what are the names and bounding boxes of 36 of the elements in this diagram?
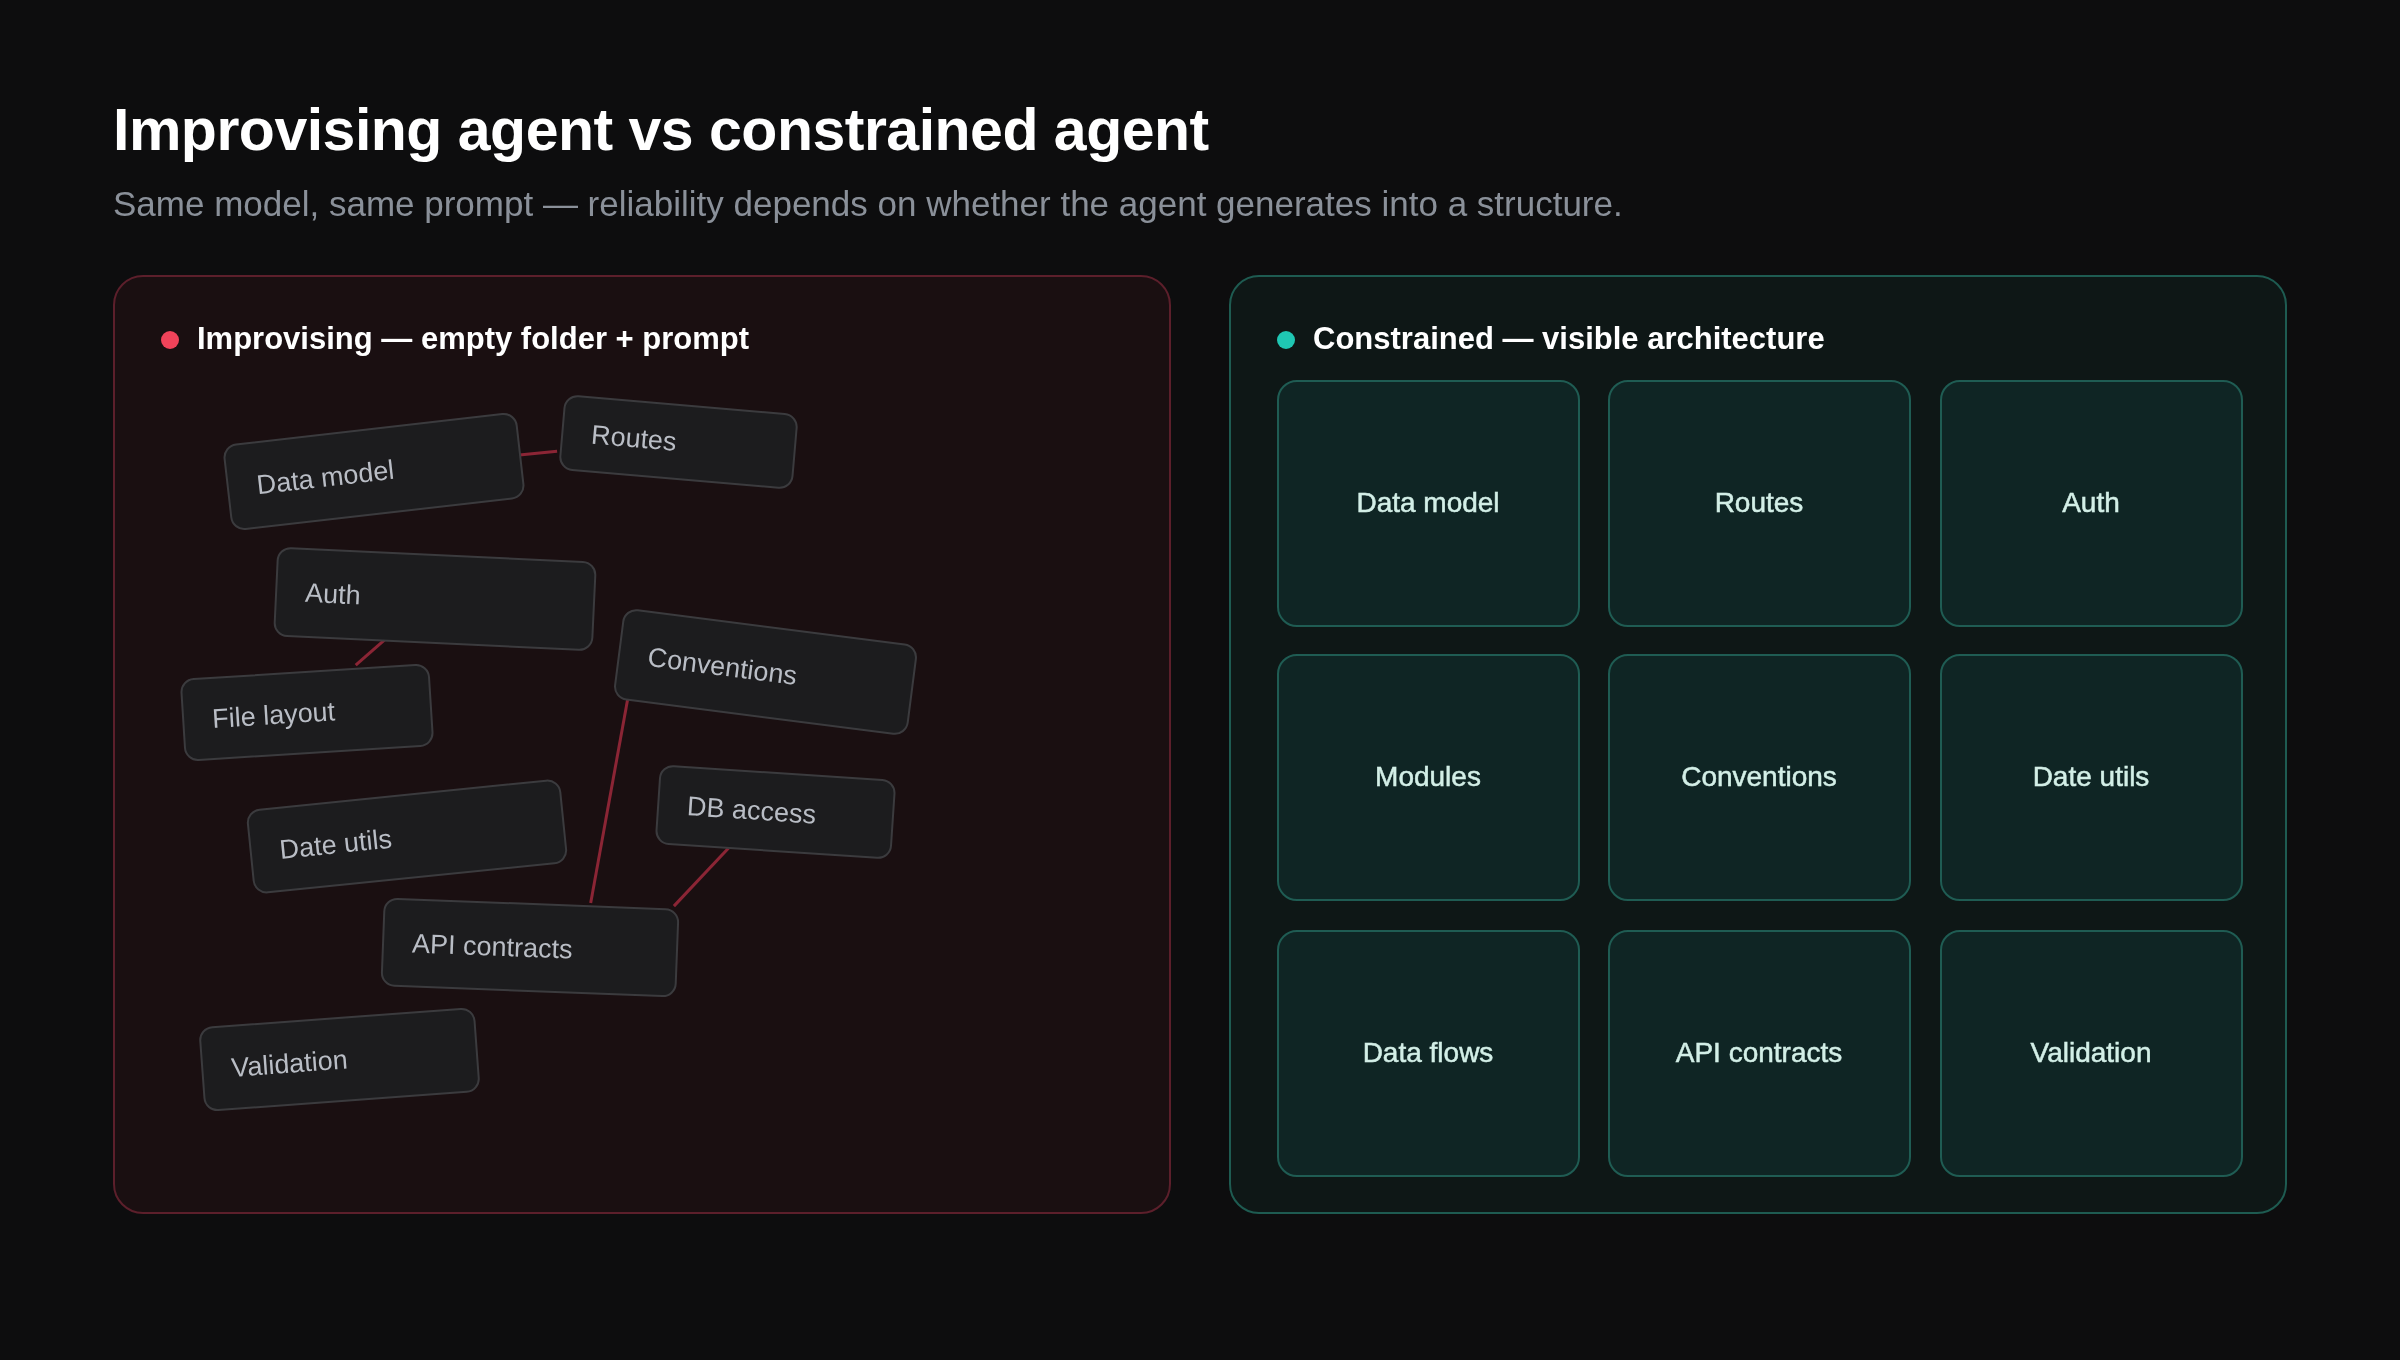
module-label: API contracts bbox=[1675, 1036, 1843, 1070]
connector-line bbox=[519, 449, 558, 457]
module-tile bbox=[1607, 653, 1911, 901]
module-tile bbox=[1607, 929, 1911, 1177]
module-label: Date utils bbox=[2032, 760, 2150, 794]
module-label: Routes bbox=[1714, 486, 1804, 520]
module-label: API contracts bbox=[411, 926, 574, 965]
module-tile bbox=[1607, 379, 1911, 627]
module-tile bbox=[1939, 379, 2243, 627]
module-label: Data model bbox=[1356, 486, 1500, 520]
module-tile bbox=[1276, 379, 1580, 627]
module-label: Auth bbox=[304, 576, 362, 612]
title: Improvising agent vs constrained agent bbox=[113, 96, 1209, 164]
module-tile bbox=[1276, 653, 1580, 901]
connector-line bbox=[589, 698, 630, 904]
module-label: DB access bbox=[685, 790, 817, 831]
panel-heading: Improvising — empty folder + prompt bbox=[197, 321, 750, 357]
module-label: Conventions bbox=[645, 641, 799, 692]
panel-heading: Constrained — visible architecture bbox=[1313, 321, 1825, 357]
module-label: Data flows bbox=[1362, 1036, 1494, 1070]
subtitle: Same model, same prompt — reliability depends on whether the agent generates into a structure. bbox=[113, 183, 1623, 225]
module-label: Routes bbox=[589, 418, 678, 458]
comparison-panel bbox=[113, 275, 1171, 1214]
module-label: Validation bbox=[2030, 1036, 2152, 1070]
module-label: Validation bbox=[229, 1042, 349, 1083]
module-label: Auth bbox=[2062, 486, 2120, 520]
comparison-panel bbox=[1229, 275, 2287, 1214]
module-tile bbox=[1939, 929, 2243, 1177]
module-label: Modules bbox=[1375, 760, 1481, 794]
module-tile bbox=[1939, 653, 2243, 901]
module-tile bbox=[1276, 929, 1580, 1177]
module-label: Data model bbox=[254, 452, 396, 501]
module-label: File layout bbox=[211, 694, 336, 734]
module-label: Conventions bbox=[1681, 760, 1837, 794]
connector-line bbox=[672, 846, 731, 908]
module-label: Date utils bbox=[278, 821, 394, 865]
